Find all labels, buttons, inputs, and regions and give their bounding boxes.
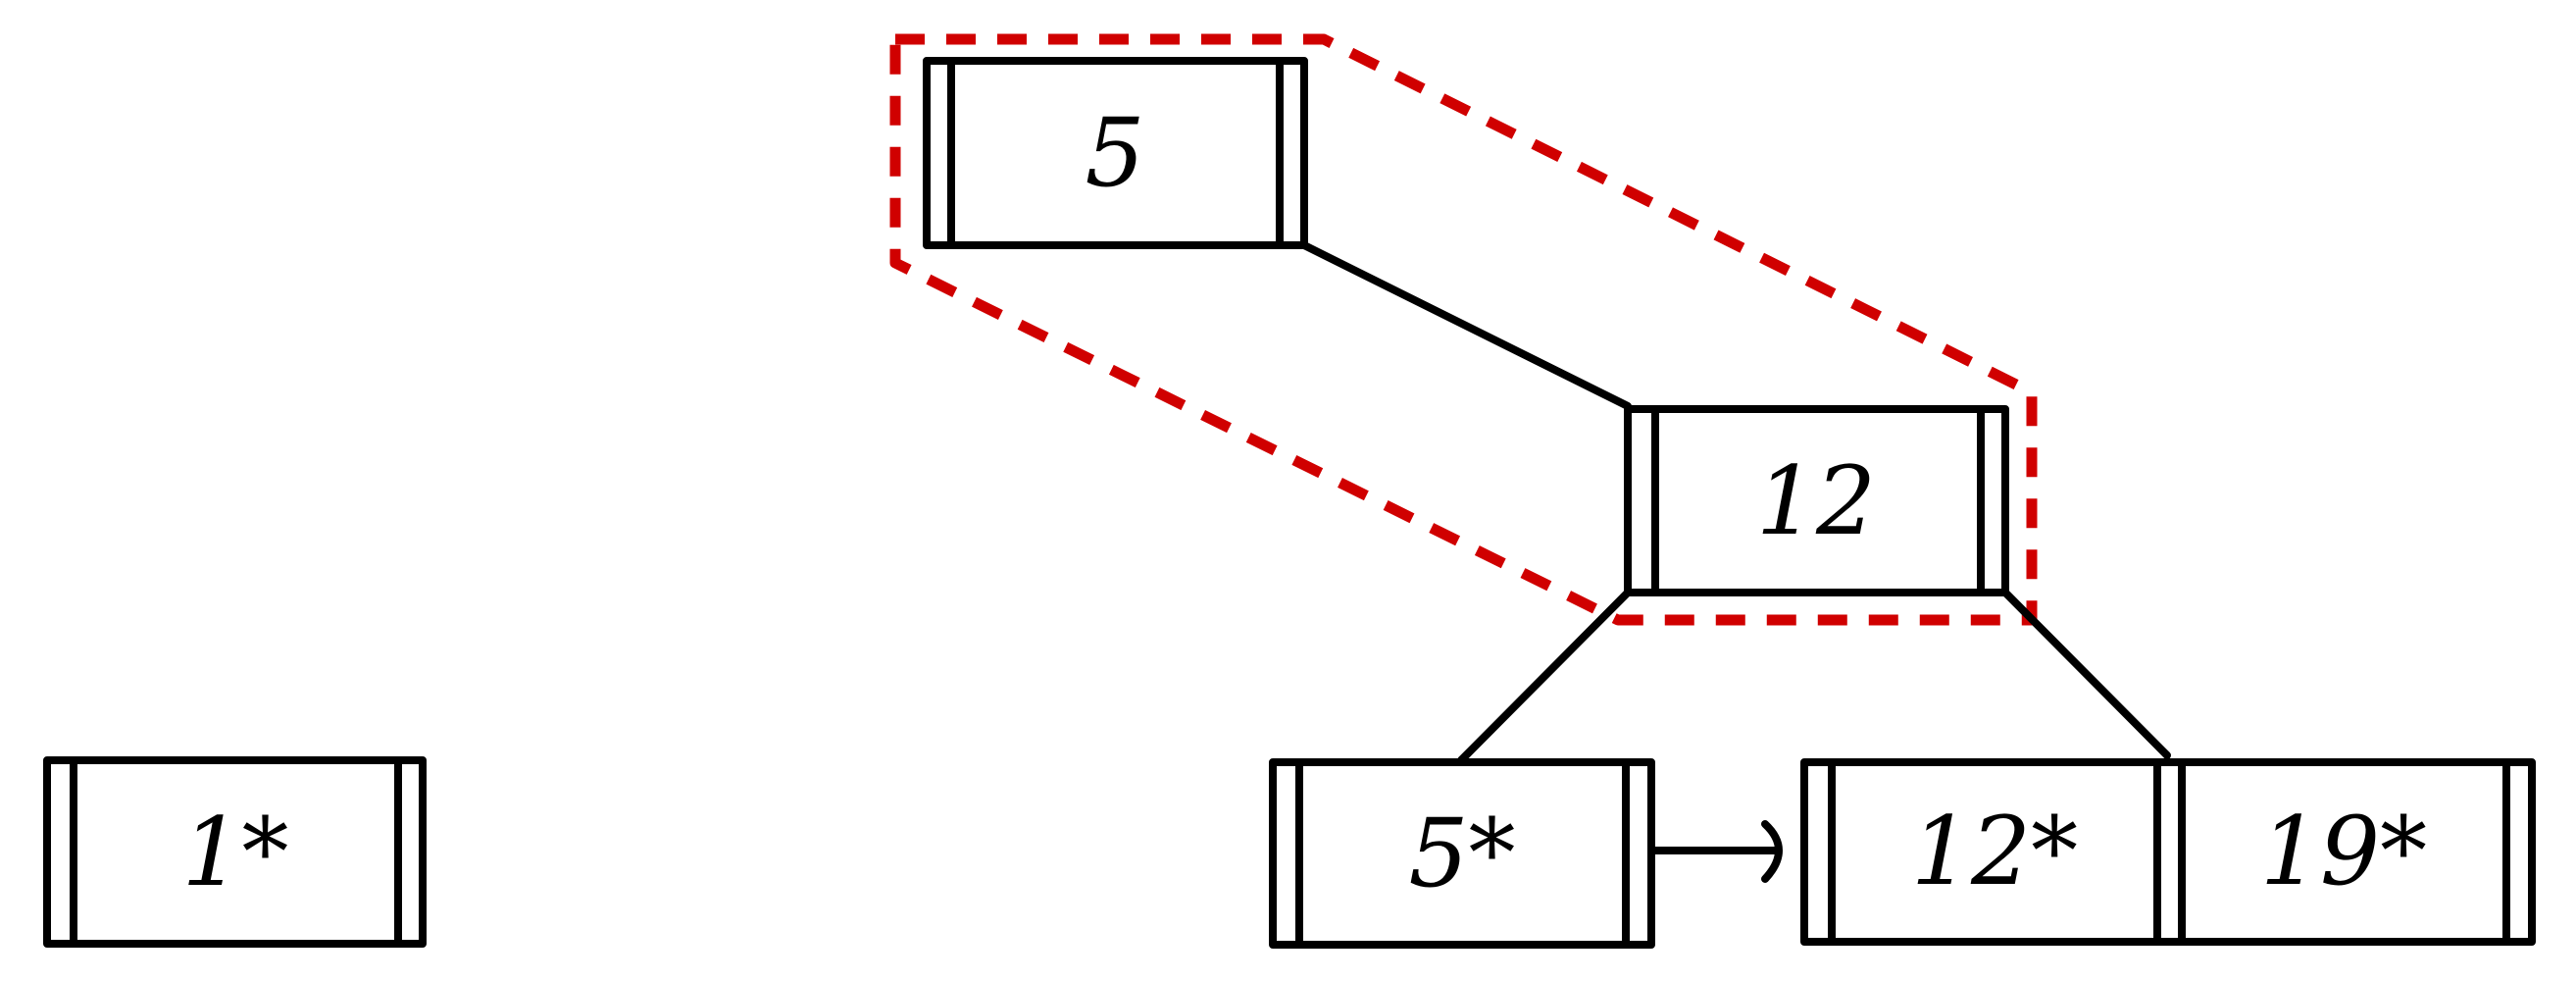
edge-inner-to-leaf-left	[1457, 589, 1632, 764]
leaf-label-right-a: 12*	[1911, 797, 2078, 906]
leaf-node-left: 5*	[1269, 758, 1655, 949]
tree-node-inner: 12	[1624, 405, 2009, 596]
leaf-link-arrow	[1647, 820, 1783, 883]
edge-root-to-inner	[1300, 241, 1632, 410]
node-label-inner: 12	[1756, 446, 1876, 556]
node-label-root: 5	[1085, 98, 1144, 208]
edge-inner-to-leaf-right	[2001, 589, 2171, 759]
leaf-node-isolated: 1*	[43, 756, 427, 948]
leaf-label-left: 5*	[1408, 799, 1515, 908]
leaf-label-right-b: 19*	[2260, 797, 2427, 906]
leaf-node-right: 12* 19*	[1800, 758, 2536, 946]
tree-node-root: 5	[923, 57, 1308, 249]
leaf-label-isolated: 1*	[181, 798, 288, 907]
